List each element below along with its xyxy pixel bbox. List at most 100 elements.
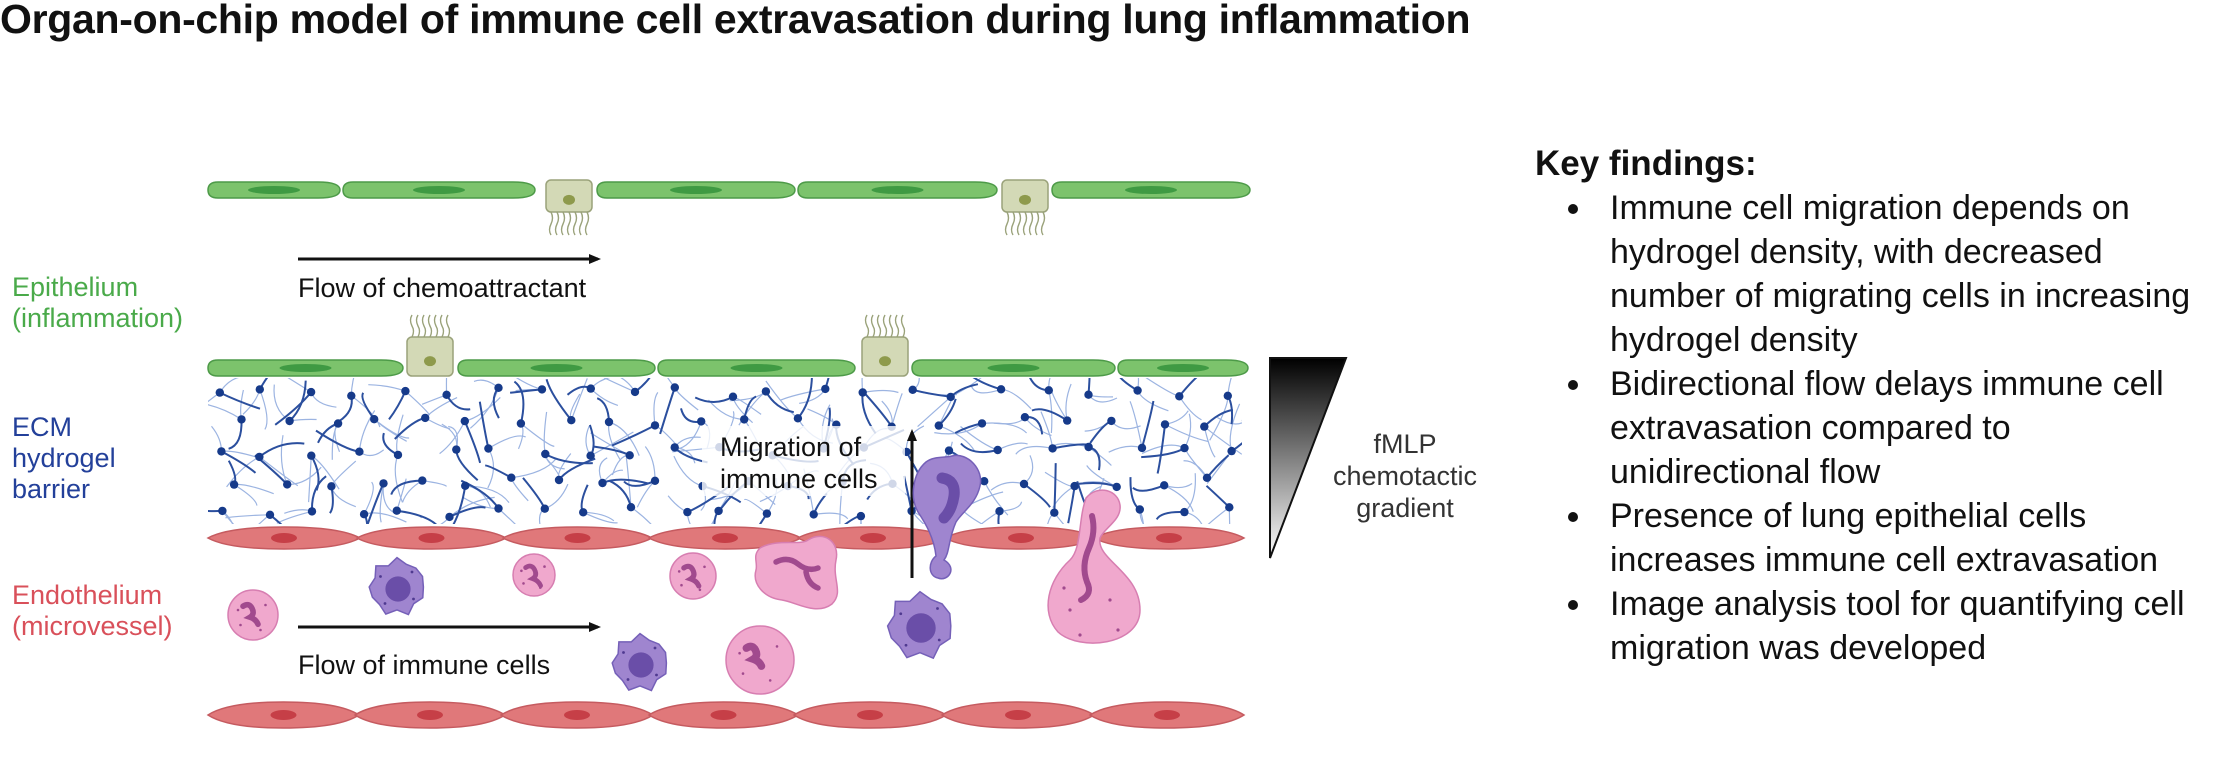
ciliated-nucleus (879, 356, 891, 367)
neutrophil-granule (1108, 598, 1112, 602)
hydrogel-node (307, 507, 317, 516)
hydrogel-fiber (634, 378, 651, 393)
ciliated-cell (406, 336, 454, 377)
cilia (870, 314, 876, 338)
immune-flow-label: Flow of immune cells (298, 650, 550, 680)
hydrogel-node (579, 508, 588, 517)
hydrogel-fiber (269, 514, 283, 524)
hydrogel-node (1048, 444, 1057, 453)
cilia (445, 314, 451, 338)
epithelial-nucleus (279, 364, 332, 372)
hydrogel-node (237, 415, 246, 424)
hydrogel-node (370, 415, 379, 424)
page-title: Organ-on-chip model of immune cell extra… (0, 0, 1471, 42)
neutrophil-spreading (754, 535, 839, 610)
epithelial-nucleus (248, 186, 300, 194)
hydrogel-node (327, 482, 336, 491)
hydrogel-node (1223, 391, 1233, 400)
top-endothelium-layer (206, 526, 1246, 550)
hydrogel-node (442, 390, 451, 399)
hydrogel-node (650, 421, 660, 430)
hydrogel-node (355, 447, 364, 456)
cilia (560, 211, 566, 236)
hydrogel-node (1044, 386, 1054, 395)
hydrogel-node (598, 478, 607, 488)
hydrogel-fiber (938, 425, 976, 452)
cilia (1010, 211, 1016, 236)
hydrogel-fiber (396, 509, 437, 524)
key-findings-panel: Key findings: Immune cell migration depe… (1535, 142, 2211, 670)
monocyte-granule (899, 612, 903, 616)
hydrogel-fiber (1015, 445, 1053, 455)
neutrophil-granule (539, 586, 542, 589)
hydrogel-fiber (758, 513, 768, 524)
hydrogel-node (1160, 481, 1169, 490)
hydrogel-fiber (545, 378, 573, 421)
hydrogel-node (401, 386, 410, 396)
hydrogel-fiber (1164, 423, 1209, 443)
hydrogel-fiber (1217, 416, 1242, 425)
neutrophil-granule (1116, 628, 1120, 632)
hydrogel-fiber (373, 418, 410, 439)
hydrogel-fiber (287, 378, 312, 393)
hydrogel-node (541, 449, 550, 459)
hydrogel-node (630, 387, 640, 397)
hydrogel-fiber (488, 435, 526, 450)
ciliated-nucleus (1019, 194, 1031, 205)
hydrogel-node (697, 417, 706, 426)
endothelial-nucleus (418, 533, 445, 543)
monocyte-granule (383, 602, 387, 605)
bottom-endothelium-layer (206, 701, 1246, 729)
hydrogel-node (215, 388, 224, 397)
monocyte-nucleus (628, 652, 654, 678)
finding-item: Presence of lung epithelial cells increa… (1568, 494, 2211, 582)
ecm-label-line: barrier (12, 474, 91, 504)
monocyte-migrating (912, 454, 982, 580)
hydrogel-node (586, 384, 595, 393)
cilia (888, 314, 894, 338)
hydrogel-node (995, 507, 1004, 516)
neutrophil-granule (264, 603, 267, 607)
hydrogel-node (1084, 442, 1093, 452)
epithelial-nucleus (1157, 364, 1209, 372)
endothelial-nucleus (417, 710, 443, 720)
neutrophil-granule (680, 583, 683, 587)
ciliated-nucleus (563, 194, 575, 205)
epithelial-nucleus (730, 364, 783, 372)
endothelial-nucleus (1005, 710, 1031, 720)
hydrogel-node (670, 443, 679, 452)
cilia (566, 211, 572, 236)
key-findings-list: Immune cell migration depends on hydroge… (1535, 186, 2211, 670)
ciliated-nucleus (424, 356, 436, 367)
endothelial-nucleus (1008, 533, 1034, 543)
hydrogel-node (1019, 479, 1029, 489)
gradient-label-line: gradient (1356, 493, 1454, 523)
migration-label-backdrop (702, 426, 905, 496)
ecm-label: ECM hydrogel barrier (12, 412, 116, 505)
cilia (548, 211, 554, 236)
neutrophil-granule (703, 565, 706, 569)
hydrogel-node (1133, 386, 1142, 395)
gradient-label: fMLP chemotactic gradient (1300, 428, 1510, 524)
hydrogel-node (1225, 503, 1234, 512)
hydrogel-fiber (911, 510, 932, 524)
hydrogel-fiber (1087, 378, 1091, 395)
cilia (1022, 211, 1028, 236)
hydrogel-fiber (970, 385, 1002, 394)
migration-label-line: immune cells (720, 464, 878, 494)
monocyte-granule (379, 575, 382, 578)
hydrogel-fiber (308, 455, 312, 503)
hydrogel-node (460, 416, 469, 426)
chemoattractant-flow-label: Flow of chemoattractant (298, 273, 587, 303)
hydrogel-node (858, 388, 867, 397)
endothelium-label: Endothelium (microvessel) (12, 580, 173, 642)
endothelial-nucleus (710, 710, 737, 720)
cilia (864, 314, 870, 338)
cilia (1034, 211, 1040, 236)
neutrophil-granule (768, 679, 772, 682)
hydrogel-node (670, 383, 679, 392)
epithelial-nucleus (871, 186, 924, 194)
monocyte-granule (410, 570, 414, 574)
hydrogel-fiber (667, 378, 676, 388)
